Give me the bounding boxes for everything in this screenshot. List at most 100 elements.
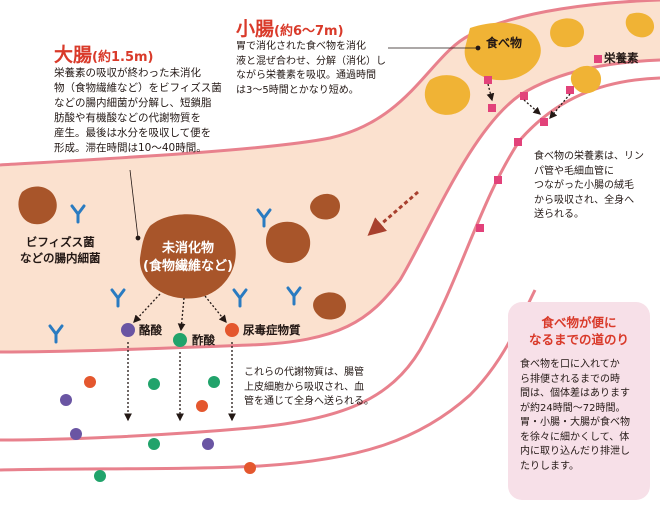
bacteria-icon xyxy=(286,286,302,306)
intestine-wall-bottom xyxy=(0,58,660,354)
text-line: ら排便されるまでの時 xyxy=(520,373,620,385)
food-blob xyxy=(550,18,584,48)
info-body: 食べ物を口に入れてか ら排便されるまでの時 間は、個体差はあります が約24時間… xyxy=(520,358,642,474)
text-line: たりします。 xyxy=(520,460,579,472)
intestine-wall-top xyxy=(0,0,660,167)
uremic-dot xyxy=(225,323,239,337)
nutrient-square xyxy=(514,138,522,146)
text-line: 食べ物が便に xyxy=(541,315,617,330)
text-line: から吸収され、全身へ xyxy=(534,194,635,206)
text-line: 産生。最後は水分を吸収して便を xyxy=(54,127,212,139)
text-line: 間は、個体差はあります xyxy=(520,388,630,399)
text-line: 送られる。 xyxy=(534,209,584,220)
arrow-to-acetic xyxy=(177,297,186,332)
metabolite-note: これらの代謝物質は、腸管 上皮細胞から吸収され、血 管を通じて全身へ送られる。 xyxy=(244,366,374,410)
info-box: 食べ物が便に なるまでの道のり 食べ物を口に入れてか ら排便されるまでの時 間は… xyxy=(508,302,650,500)
text-line: 上皮細胞から吸収され、血 xyxy=(244,381,365,393)
uremic-substance-label: 尿毒症物質 xyxy=(243,323,301,337)
acetic-acid-label: 酢酸 xyxy=(192,333,215,347)
text-line: 胃で消化された食べ物を消化 xyxy=(236,41,366,52)
bacteria-icon xyxy=(70,204,86,224)
text-line: などの腸内細菌 xyxy=(20,251,101,265)
nutrient-square xyxy=(520,92,528,100)
nutrient-square xyxy=(566,86,574,94)
absorption-note: 食べ物の栄養素は、リン パ管や毛細血管に つながった小腸の絨毛 から吸収され、全… xyxy=(534,150,644,223)
bacteria-icon xyxy=(48,324,64,344)
nutrient-square xyxy=(484,76,492,84)
stool-blob xyxy=(310,193,340,220)
text-line: ビフィズス菌 xyxy=(25,235,95,249)
large-intestine-size: (約1.5m) xyxy=(92,50,154,65)
small-intestine-heading: 小腸(約6〜7m) xyxy=(236,14,344,41)
text-line: などの腸内細菌が分解し、短鎖脂 xyxy=(54,97,212,109)
text-line: パ管や毛細血管に xyxy=(534,165,614,177)
metabolite-dot xyxy=(84,376,96,388)
nutrient-square xyxy=(494,176,502,184)
arrow-nutrient-1 xyxy=(486,83,495,102)
text-line: 形成。滞在時間は10〜40時間。 xyxy=(54,142,207,154)
text-line: は3〜5時間とかなり短め。 xyxy=(236,84,359,96)
text-line: (食物繊維など) xyxy=(143,259,233,274)
bacteria-label: ビフィズス菌 などの腸内細菌 xyxy=(20,234,101,266)
leader-large-intestine xyxy=(129,169,139,239)
metabolite-dot xyxy=(148,378,160,390)
nutrient-square xyxy=(476,224,484,232)
stool-blob xyxy=(266,221,311,264)
text-line: 物（食物繊維など）をビフィズス菌 xyxy=(54,82,222,94)
small-intestine-size: (約6〜7m) xyxy=(274,24,344,39)
undigested-matter xyxy=(139,214,236,299)
butyric-acid-label: 酪酸 xyxy=(139,323,162,337)
nutrient-square xyxy=(540,118,548,126)
arrow-nutrient-3 xyxy=(549,93,571,119)
text-line: が約24時間〜72時間。 xyxy=(520,402,626,414)
metabolite-dot xyxy=(208,376,220,388)
text-line: 食べ物を口に入れてか xyxy=(520,359,620,370)
bacteria-icon xyxy=(110,288,126,308)
undigested-label: 未消化物 (食物繊維など) xyxy=(140,240,236,276)
large-intestine-heading: 大腸(約1.5m) xyxy=(54,40,153,67)
metabolite-dot xyxy=(94,470,106,482)
small-intestine-description: 胃で消化された食べ物を消化 液と混ぜ合わせ、分解（消化）し ながら栄養素を吸収。… xyxy=(236,40,386,98)
metabolite-dot xyxy=(244,462,256,474)
butyric-dot xyxy=(121,323,135,337)
text-line: を徐々に細かくして、体 xyxy=(520,431,630,443)
text-line: 栄養素の吸収が終わった未消化 xyxy=(54,67,201,79)
text-line: なるまでの道のり xyxy=(528,332,629,347)
arrow-to-uremic xyxy=(204,295,227,324)
metabolite-dot xyxy=(60,394,72,406)
nutrient-label: 栄養素 xyxy=(604,51,639,65)
food-blob xyxy=(570,65,602,94)
large-intestine-title: 大腸 xyxy=(54,44,93,66)
blood-vessel-lower xyxy=(0,289,537,472)
leader-dot xyxy=(135,235,141,241)
bacteria-icon xyxy=(232,288,248,308)
text-line: 液と混ぜ合わせ、分解（消化）し xyxy=(236,55,386,67)
food-label: 食べ物 xyxy=(486,36,523,50)
text-line: これらの代謝物質は、腸管 xyxy=(244,367,364,378)
nutrient-square xyxy=(488,104,496,112)
leader-dot xyxy=(475,45,481,51)
text-line: 管を通じて全身へ送られる。 xyxy=(244,396,374,407)
food-blob xyxy=(424,75,471,115)
metabolite-dot xyxy=(196,400,208,412)
bacteria-icon xyxy=(256,208,272,228)
info-title: 食べ物が便に なるまでの道のり xyxy=(508,314,650,348)
text-line: 肪酸や有機酸などの代謝物質を xyxy=(54,112,201,124)
stool-blob xyxy=(313,292,346,320)
metabolite-dot xyxy=(70,428,82,440)
blood-vessel-upper xyxy=(0,76,660,442)
food-blob xyxy=(464,22,541,81)
food-blob xyxy=(625,12,655,38)
stool-blob xyxy=(18,186,57,225)
acetic-dot xyxy=(173,333,187,347)
flow-direction-arrow xyxy=(367,190,419,236)
text-line: 胃・小腸・大腸が食べ物 xyxy=(520,417,630,428)
metabolite-dot xyxy=(202,438,214,450)
text-line: 食べ物の栄養素は、リン xyxy=(534,151,644,162)
text-line: ながら栄養素を吸収。通過時間 xyxy=(236,70,376,81)
small-intestine-title: 小腸 xyxy=(236,18,275,40)
text-line: つながった小腸の絨毛 xyxy=(534,180,634,191)
text-line: 未消化物 xyxy=(161,241,214,256)
nutrient-square xyxy=(594,55,602,63)
